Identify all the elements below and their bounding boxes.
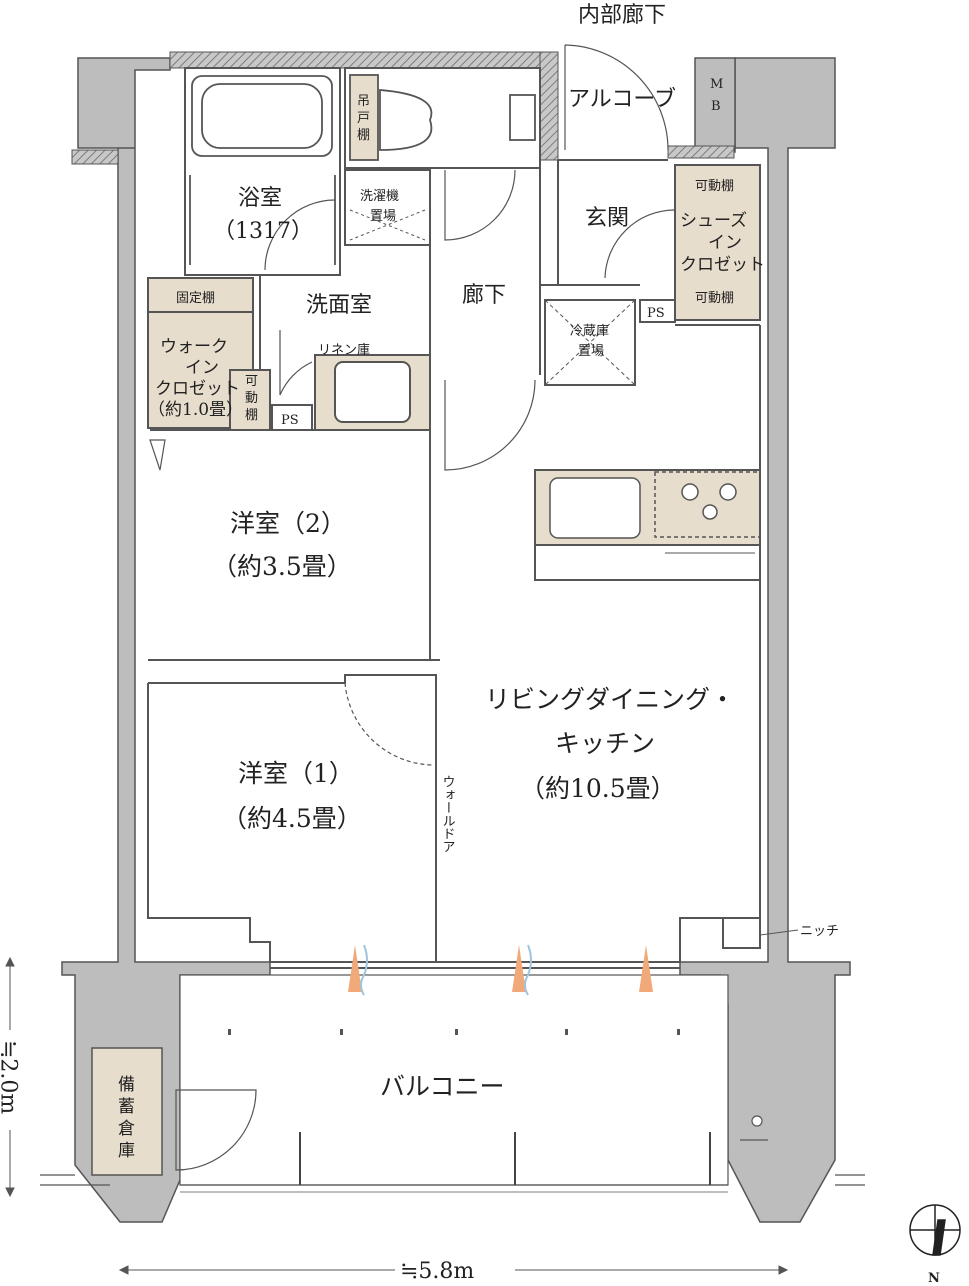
bath-size-label: （1317） — [213, 219, 313, 244]
ps-label-right: PS — [647, 306, 665, 321]
storage-label-4: 庫 — [118, 1141, 135, 1161]
walkin-label-4: （約1.0畳） — [148, 400, 243, 420]
mb-label-2: B — [711, 99, 721, 114]
shelf-movable-top: 可動棚 — [695, 179, 734, 194]
compass-rose — [909, 1204, 961, 1256]
walkin-label-3: クロゼット — [155, 379, 240, 399]
corridor-label: 廊下 — [462, 283, 506, 308]
ps-label-left: PS — [281, 413, 299, 428]
storage-label-3: 倉 — [118, 1119, 135, 1139]
walkin-label-2: イン — [185, 358, 219, 378]
storage-label-1: 備 — [118, 1075, 135, 1095]
room-labels: 内部廊下 浴室 （1317） 吊 戸 棚 洗濯機 置場 洗面室 リネン庫 廊下 … — [0, 3, 940, 1286]
western2-label: 洋室（2） — [230, 509, 346, 538]
ldk-label-2: キッチン — [555, 729, 655, 758]
balcony-label: バルコニー — [380, 1072, 505, 1101]
compass-n-label: N — [928, 1271, 940, 1286]
shoe-closet-3: クロゼット — [680, 255, 765, 275]
entrance-label: 玄関 — [585, 206, 629, 231]
toilet-shelf-1: 吊 — [357, 94, 370, 109]
depth-dimension: ≒2.0m — [0, 1040, 21, 1114]
walkin-shelf-2: 動 — [245, 391, 258, 406]
balcony-slab — [40, 974, 865, 1193]
balcony-markers — [228, 1029, 680, 1035]
western2-size-label: （約3.5畳） — [212, 552, 352, 581]
washer-label-2: 置場 — [370, 209, 396, 224]
mb-label-1: M — [710, 77, 723, 92]
western1-size-label: （約4.5畳） — [222, 804, 362, 833]
doors — [149, 44, 676, 1171]
width-dimension: ≒5.8m — [400, 1259, 474, 1284]
walkin-shelf-3: 棚 — [245, 408, 258, 423]
linen-label: リネン庫 — [318, 343, 370, 358]
toilet-shelf-3: 棚 — [357, 128, 370, 143]
western1-label: 洋室（1） — [238, 759, 354, 788]
toilet-shelf-2: 戸 — [357, 111, 370, 126]
interior-walls — [147, 67, 761, 969]
fridge-label-2: 置場 — [578, 344, 604, 359]
ldk-label-1: リビングダイニング・ — [485, 685, 735, 714]
washroom-label: 洗面室 — [306, 293, 372, 318]
bathtub — [189, 75, 336, 265]
top-corridor-label: 内部廊下 — [578, 3, 666, 28]
niche-label: ニッチ — [800, 924, 839, 939]
toilet — [349, 74, 536, 161]
walkin-label-1: ウォーク — [160, 337, 228, 357]
walkin-shelf-1: 可 — [245, 374, 258, 389]
bath-label: 浴室 — [238, 186, 282, 211]
shelf-movable-bottom: 可動棚 — [695, 291, 734, 306]
fridge-label-1: 冷蔵庫 — [570, 324, 609, 339]
washer-label-1: 洗濯機 — [360, 189, 399, 204]
storage-label-2: 蓄 — [118, 1097, 135, 1117]
vent-markers — [348, 944, 653, 996]
railing-posts — [299, 1132, 711, 1185]
shelf-fixed-label: 固定棚 — [176, 291, 215, 306]
ldk-size-label: （約10.5畳） — [520, 774, 676, 803]
stove — [549, 471, 761, 554]
shoe-closet-1: シューズ — [680, 211, 747, 231]
structure-walls — [61, 57, 851, 1223]
alcove-label: アルコーブ — [568, 87, 676, 112]
wall-door-label: ウォールドア — [440, 775, 455, 853]
shoe-closet-2: イン — [708, 233, 742, 253]
storage-box — [91, 1047, 163, 1176]
dimension-lines — [5, 929, 799, 1275]
